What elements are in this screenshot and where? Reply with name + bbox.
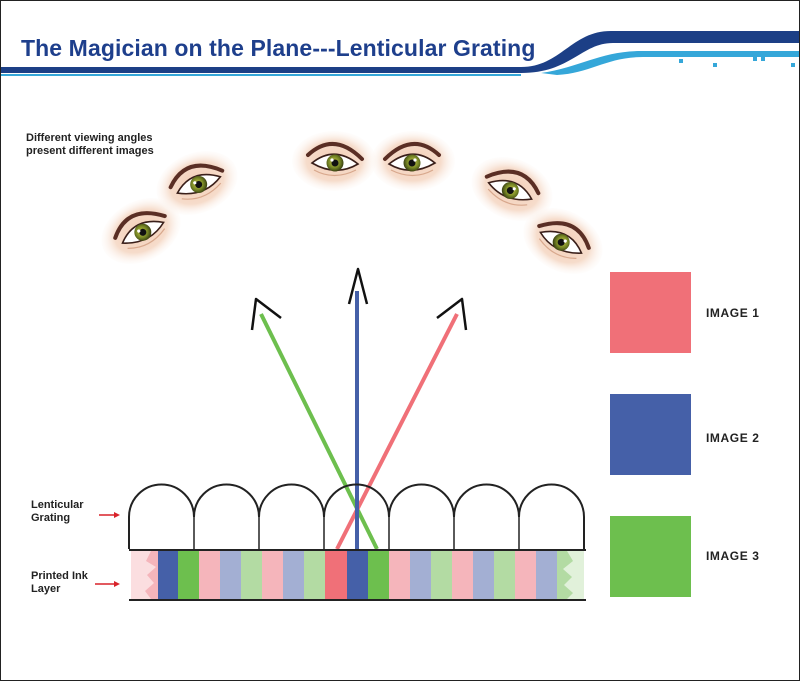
- arrow-up-icon: [250, 297, 282, 331]
- arrow-right-icon: [99, 512, 120, 518]
- caption-line-1: Different viewing angles: [26, 132, 153, 144]
- arrow-right-icon: [95, 581, 120, 587]
- legend-label-image-3: IMAGE 3: [706, 549, 760, 563]
- page-title: The Magician on the Plane---Lenticular G…: [21, 35, 536, 61]
- legend-label-image-2: IMAGE 2: [706, 431, 760, 445]
- arrow-up-icon: [347, 267, 369, 305]
- legend-swatch-image-1: [610, 272, 691, 353]
- grating-label-line-2: Grating: [31, 512, 71, 524]
- eye-icon: [290, 129, 378, 193]
- printed-ink-layer: [129, 549, 586, 601]
- printed-ink-layer-label: Printed Ink Layer: [31, 570, 88, 596]
- light-rays: [250, 267, 468, 550]
- eye-icon: [369, 129, 457, 193]
- grating-label-line-1: Lenticular: [31, 499, 84, 511]
- ink-label-line-2: Layer: [31, 583, 61, 595]
- lenticular-grating: [128, 483, 585, 549]
- header-banner: [1, 31, 799, 76]
- viewing-angle-caption: Different viewing angles present differe…: [26, 132, 154, 158]
- ray-image-3: [259, 313, 379, 550]
- legend-label-image-1: IMAGE 1: [706, 306, 760, 320]
- arrow-up-icon: [436, 297, 468, 331]
- lenticular-grating-label: Lenticular Grating: [31, 499, 84, 525]
- legend-swatch-image-3: [610, 516, 691, 597]
- ink-label-line-1: Printed Ink: [31, 570, 88, 582]
- legend-swatch-image-2: [610, 394, 691, 475]
- caption-line-2: present different images: [26, 145, 154, 157]
